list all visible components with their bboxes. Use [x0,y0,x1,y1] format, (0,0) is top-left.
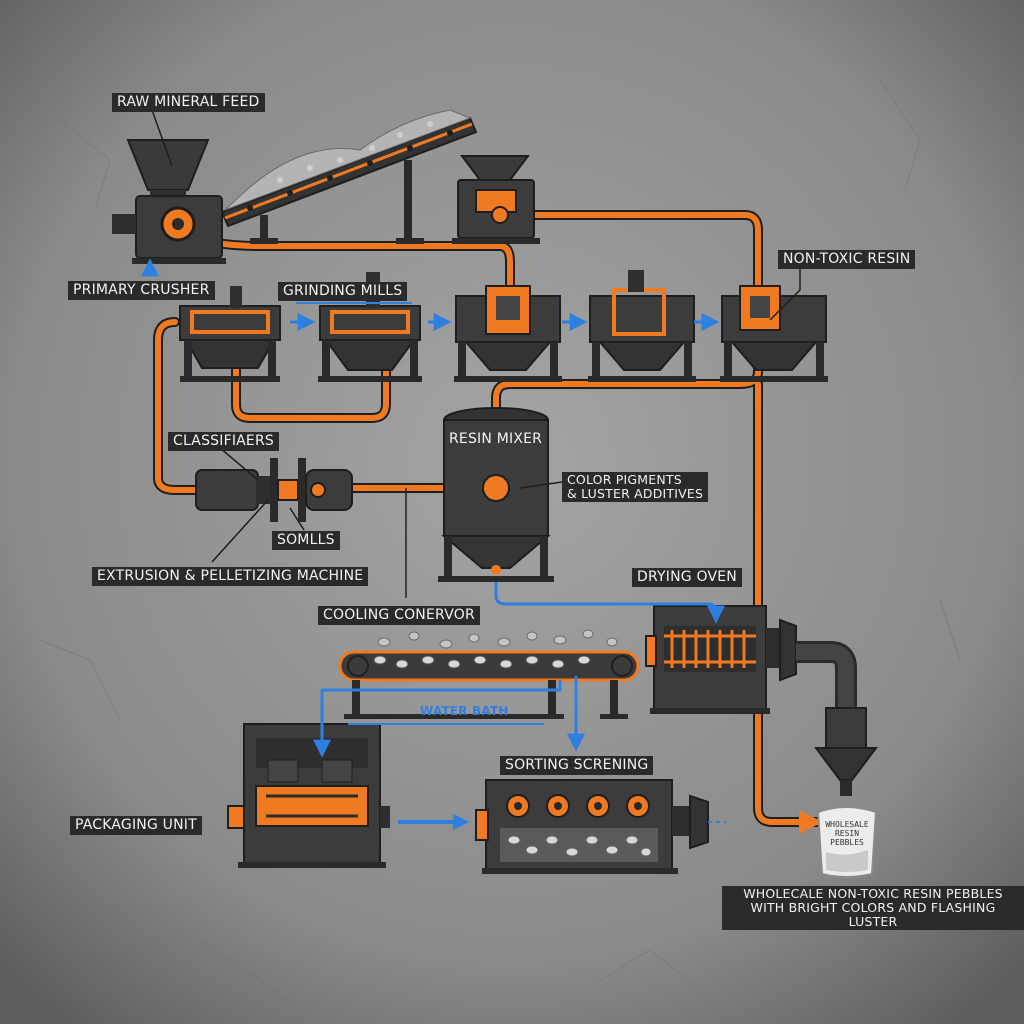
label-classifiers: CLASSIFIAERS [168,432,279,451]
packaging-unit-machine [227,723,390,868]
mill-flow-arrows [141,258,720,331]
extrusion-pelletizing-machine [195,458,353,522]
grinding-mill-1 [179,286,281,382]
label-primary-crusher: PRIMARY CRUSHER [68,281,215,300]
label-color-pigments-line2: & LUSTER ADDITIVES [567,486,704,501]
label-extrusion-pelletizing-machine: EXTRUSION & PELLETIZING MACHINE [92,567,369,586]
secondary-feeder [452,155,540,244]
label-output-line2: WITH BRIGHT COLORS AND FLASHING LUSTER [750,900,996,929]
bag-print-text: WHOLESALE RESIN PEBBLES [817,820,877,847]
exhaust-duct-silo [796,641,878,796]
label-color-pigments-line1: COLOR PIGMENTS [567,472,682,487]
label-water-bath: WATER BATH [420,704,509,718]
cooling-conveyor [338,629,640,719]
blue-flow-lines [313,582,726,830]
label-packaging-unit: PACKAGING UNIT [70,816,202,835]
output-pebble-bag [816,806,878,878]
feed-conveyor [220,109,478,244]
label-color-pigments: COLOR PIGMENTS & LUSTER ADDITIVES [562,472,709,502]
label-somlls: SOMLLS [272,531,340,550]
label-output-product: WHOLECALE NON-TOXIC RESIN PEBBLES WITH B… [722,886,1024,930]
label-resin-mixer: RESIN MIXER [449,431,543,447]
grinding-mill-4 [588,270,696,382]
sorting-screening-machine [475,779,709,874]
drying-oven [645,605,797,714]
label-cooling-conveyor: COOLING CONERVOR [318,606,480,625]
resin-mixer-tank [438,407,554,582]
grinding-mill-5 [720,285,828,382]
grinding-mill-3 [454,285,562,382]
bag-print-line2: RESIN [834,829,860,838]
label-leader-lines [151,109,801,598]
label-output-line1: WHOLECALE NON-TOXIC RESIN PEBBLES [743,886,1003,901]
label-grinding-mills: GRINDING MILLS [278,282,408,301]
primary-crusher [112,139,226,264]
label-non-toxic-resin: NON-TOXIC RESIN [778,250,916,269]
label-sorting-screening: SORTING SCRENING [500,756,654,775]
label-raw-mineral-feed: RAW MINERAL FEED [112,93,265,112]
label-drying-oven: DRYING OVEN [632,568,742,587]
bag-print-line3: PEBBLES [830,838,864,847]
bag-print-line1: WHOLESALE [825,820,869,829]
